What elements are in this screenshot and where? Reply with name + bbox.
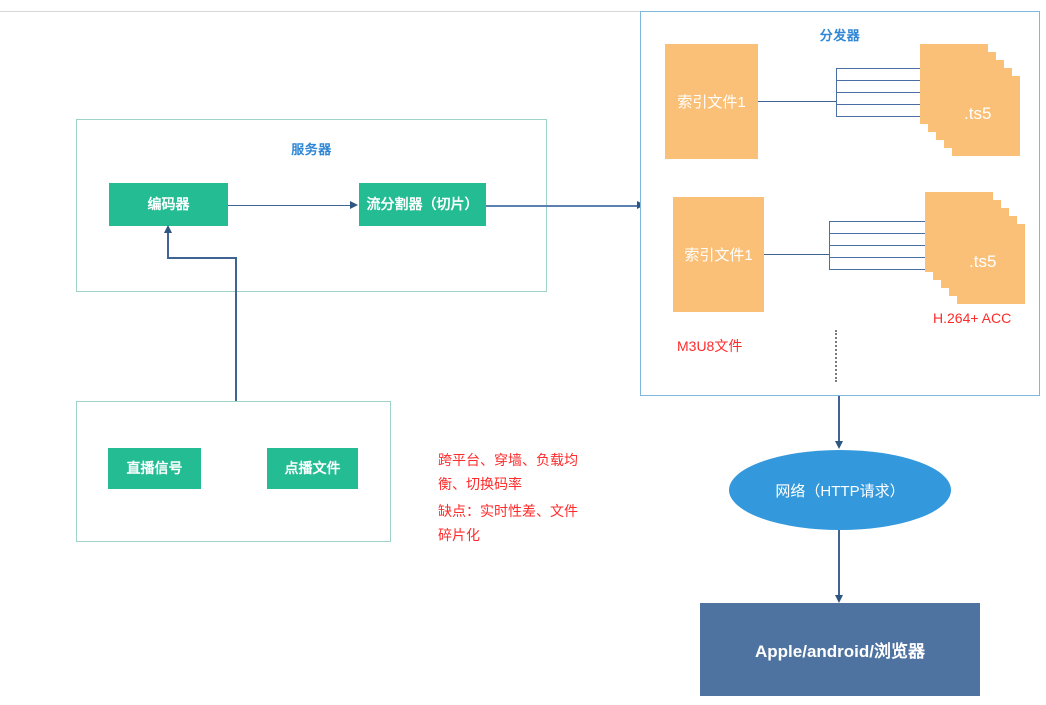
encoder-to-slicer-arrowhead bbox=[350, 201, 358, 209]
ts-label-1: .ts5 bbox=[964, 104, 992, 123]
vod-file-box[interactable]: 点播文件 bbox=[267, 448, 358, 489]
encoder-inlet-vertical bbox=[167, 232, 169, 258]
fan-line-2-1 bbox=[829, 221, 933, 222]
index-1-connector bbox=[758, 101, 836, 102]
fan-line-2-5 bbox=[829, 269, 969, 270]
ellipsis-dots bbox=[835, 330, 837, 382]
fan-line-1-1 bbox=[836, 68, 936, 69]
distributor-title: 分发器 bbox=[819, 28, 861, 43]
ts-label-2: .ts5 bbox=[969, 252, 997, 271]
fan-line-2-3 bbox=[829, 245, 951, 246]
ts-sheet-1-5 bbox=[952, 76, 1020, 156]
network-oval[interactable]: 网络（HTTP请求） bbox=[729, 450, 951, 530]
advantages-note: 跨平台、穿墙、负载均衡、切换码率 bbox=[438, 452, 578, 492]
drawbacks-note: 缺点：实时性差、文件碎片化 bbox=[438, 503, 578, 543]
index-file-box-2[interactable]: 索引文件1 bbox=[673, 197, 764, 312]
distributor-to-network-line bbox=[838, 396, 840, 446]
encoder-to-slicer-line bbox=[228, 205, 350, 206]
encoder-inlet-arrowhead bbox=[164, 225, 172, 233]
server-title: 服务器 bbox=[291, 142, 332, 157]
codec-label: H.264+ ACC bbox=[933, 310, 1012, 326]
fan-line-2-4 bbox=[829, 257, 960, 258]
fan-line-1-4 bbox=[836, 104, 962, 105]
index-file-box-1[interactable]: 索引文件1 bbox=[665, 44, 758, 159]
live-signal-box[interactable]: 直播信号 bbox=[108, 448, 201, 489]
m3u8-label: M3U8文件 bbox=[677, 338, 743, 354]
top-divider bbox=[0, 11, 640, 12]
ts-sheet-2-5 bbox=[957, 224, 1025, 304]
sources-to-encoder-horizontal bbox=[167, 257, 237, 259]
fan-line-1-5 bbox=[836, 116, 971, 117]
clients-box[interactable]: Apple/android/浏览器 bbox=[700, 603, 980, 696]
sources-to-encoder-vertical bbox=[235, 257, 237, 401]
fan-line-2-2 bbox=[829, 233, 942, 234]
index-2-connector bbox=[764, 254, 829, 255]
fan-line-1-3 bbox=[836, 92, 953, 93]
encoder-box[interactable]: 编码器 bbox=[109, 183, 228, 226]
fan-line-1-2 bbox=[836, 80, 944, 81]
network-to-clients-arrowhead bbox=[835, 595, 843, 603]
slicer-box[interactable]: 流分割器（切片） bbox=[359, 183, 486, 226]
distributor-to-network-arrowhead bbox=[835, 441, 843, 449]
slicer-to-distributor-line bbox=[486, 205, 643, 207]
network-to-clients-line bbox=[838, 530, 840, 600]
